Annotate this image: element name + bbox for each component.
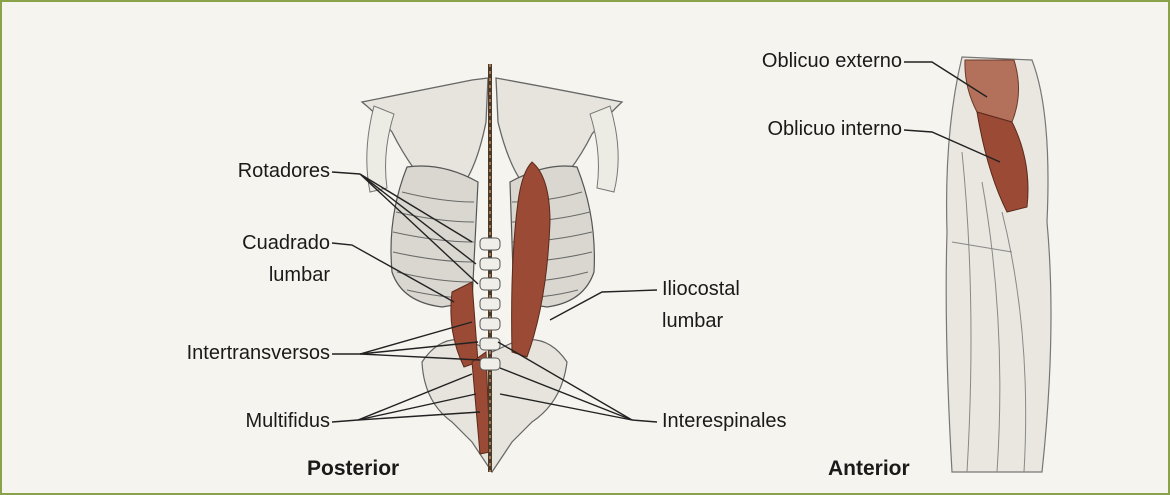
vertebrae — [480, 238, 500, 370]
anterior-view — [946, 57, 1051, 472]
label-interespinales: Interespinales — [662, 410, 787, 432]
humerus-left — [367, 106, 394, 192]
label-rotadores: Rotadores — [152, 160, 330, 182]
label-intertransversos: Intertransversos — [102, 342, 330, 364]
label-iliocostal-lumbar-line2: lumbar — [662, 310, 723, 332]
label-iliocostal-lumbar-line1: Iliocostal — [662, 278, 740, 300]
caption-posterior: Posterior — [307, 458, 399, 480]
label-oblicuo-externo: Oblicuo externo — [682, 50, 902, 72]
label-cuadrado-lumbar-line2: lumbar — [152, 264, 330, 286]
caption-anterior: Anterior — [828, 458, 910, 480]
label-cuadrado-lumbar-line1: Cuadrado — [152, 232, 330, 254]
humerus-right — [590, 106, 618, 192]
label-multifidus: Multifidus — [152, 410, 330, 432]
label-oblicuo-interno: Oblicuo interno — [682, 118, 902, 140]
